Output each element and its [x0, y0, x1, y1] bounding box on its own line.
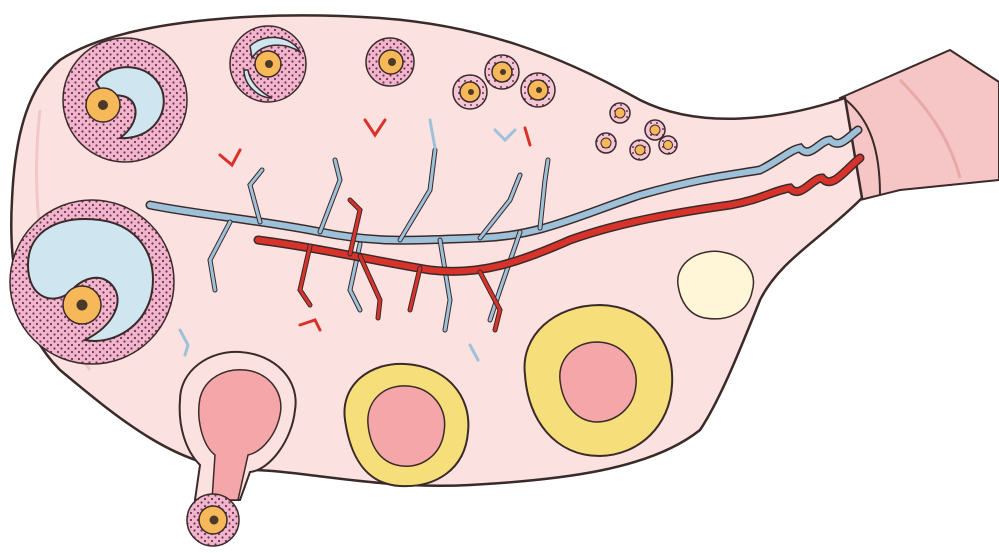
vessel-fragments	[178, 118, 532, 362]
primary-follicle-icon	[452, 54, 556, 110]
secondary-follicle-icon	[365, 37, 415, 87]
primordial-follicle-icon	[595, 102, 678, 161]
corpus-hemorrhagicum-icon	[343, 362, 470, 488]
corpus-luteum-icon	[523, 303, 674, 458]
graafian-follicle-icon	[62, 37, 188, 163]
ruptured-follicle-icon	[178, 350, 297, 501]
tertiary-follicle-icon	[229, 25, 307, 103]
artery-icon	[253, 153, 865, 333]
released-oocyte-icon	[186, 493, 240, 547]
corpus-albicans-icon	[677, 250, 755, 320]
ovarian-ligament	[838, 48, 999, 202]
graafian-follicle-icon-large	[9, 199, 175, 365]
vein-icon	[145, 125, 863, 333]
